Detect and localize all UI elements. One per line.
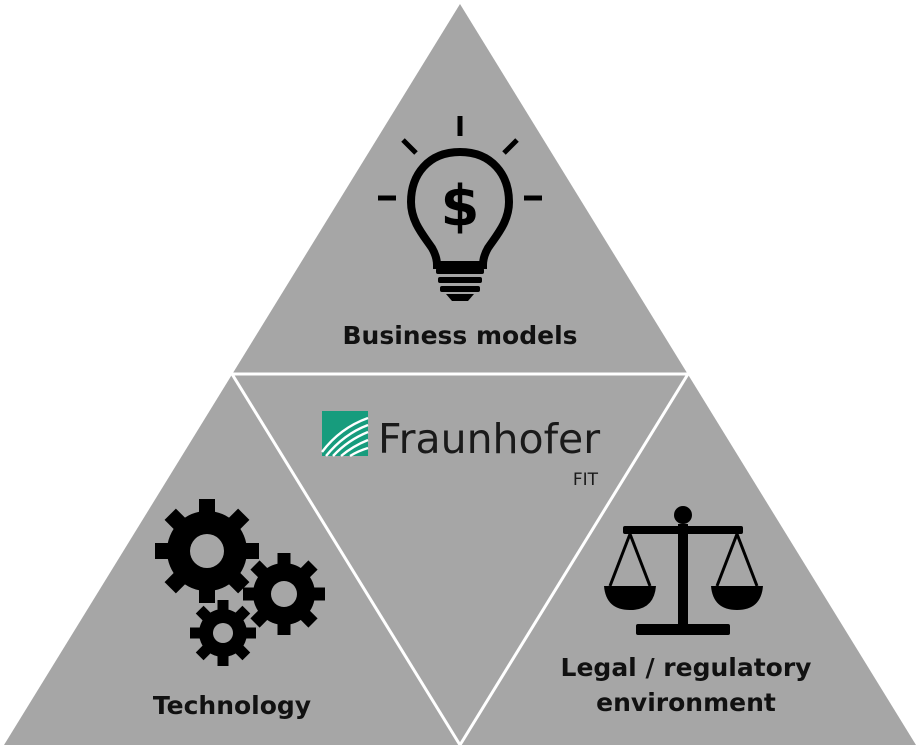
lightbulb-dollar-icon: $ xyxy=(378,116,542,301)
label-technology: Technology xyxy=(153,691,311,720)
scales-icon xyxy=(604,506,763,635)
segment-center-logo: Fraunhofer FIT xyxy=(321,411,600,490)
logo-subtitle: FIT xyxy=(573,470,599,490)
fraunhofer-logo-icon: Fraunhofer FIT xyxy=(321,411,600,490)
svg-text:$: $ xyxy=(441,174,480,239)
divider-lines xyxy=(230,372,690,746)
label-legal-line2: environment xyxy=(596,688,776,717)
segment-business-models: $ Business models xyxy=(342,116,578,350)
label-legal-line1: Legal / regulatory xyxy=(561,653,812,682)
gears-icon xyxy=(155,499,325,666)
segment-legal: Legal / regulatory environment xyxy=(561,506,812,717)
segment-technology: Technology xyxy=(153,499,325,720)
label-business-models: Business models xyxy=(342,321,577,350)
logo-wordmark: Fraunhofer xyxy=(378,415,600,463)
